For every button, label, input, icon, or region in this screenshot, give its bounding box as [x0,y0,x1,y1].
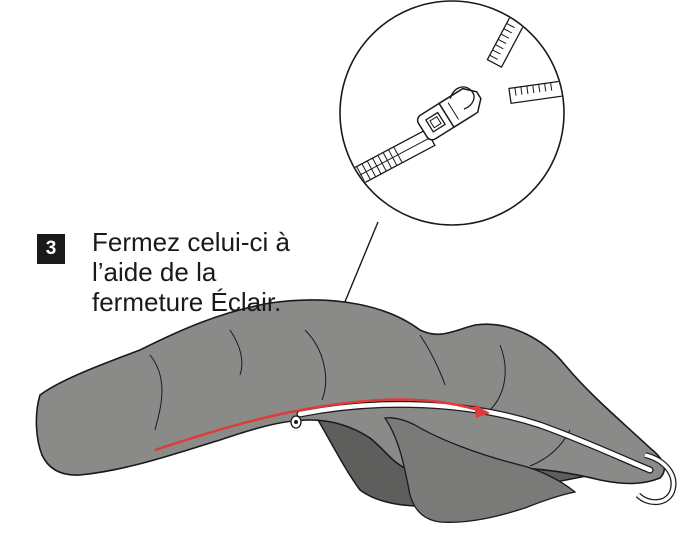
instruction-line: l’aide de la [92,257,342,287]
step-number: 3 [46,238,57,260]
instruction-line: fermeture Éclair. [92,287,342,317]
step-instruction: Fermez celui-ci à l’aide de la fermeture… [92,227,342,317]
instruction-line: Fermez celui-ci à [92,227,342,257]
zipper-slider [291,416,301,428]
step-number-badge: 3 [37,234,65,264]
